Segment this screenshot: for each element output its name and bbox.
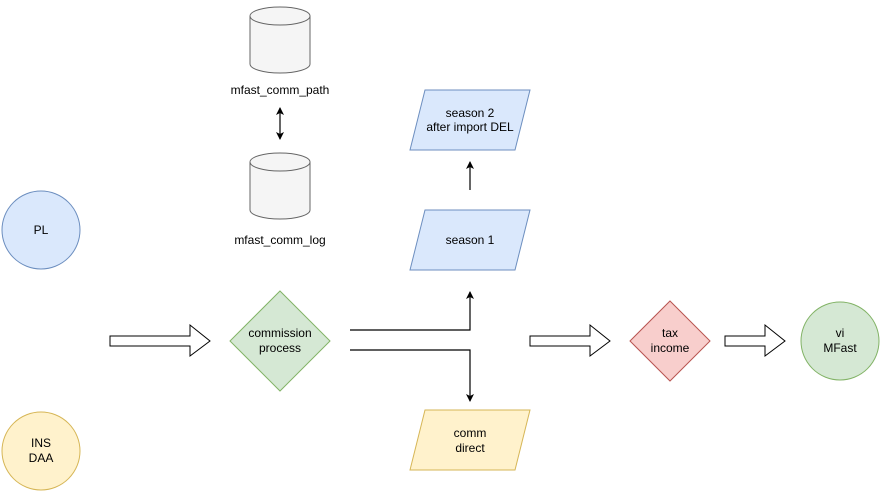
comm-direct-label-line2: direct: [455, 441, 485, 455]
input-flow-arrow: [109, 323, 211, 357]
tax-label-line1: tax: [662, 326, 678, 340]
season1-label: season 1: [446, 233, 495, 247]
season2-label-line1: season 2: [446, 106, 495, 120]
to-comm-direct-connector: [350, 349, 474, 402]
vi-mfast-label-line2: MFast: [823, 341, 857, 355]
db-mfast-comm-path[interactable]: mfast_comm_path: [231, 6, 330, 97]
season2-node[interactable]: season 2 after import DEL: [409, 89, 531, 151]
db-path-body: [249, 6, 311, 74]
vi-mfast-label-line1: vi: [836, 326, 845, 340]
ins-daa-node[interactable]: INS DAA: [1, 411, 81, 491]
comm-direct-label-line1: comm: [454, 426, 487, 440]
season2-shape: [409, 89, 531, 151]
tax-income-node[interactable]: tax income: [629, 300, 711, 382]
ins-daa-label-line2: DAA: [29, 451, 54, 465]
to-season1-connector: [350, 291, 474, 331]
season1-shape: [409, 209, 531, 271]
db-path-rim: [249, 15, 311, 26]
commission-label-line2: process: [259, 341, 301, 355]
vi-mfast-circle: [800, 301, 880, 381]
commission-label-line1: commission: [248, 326, 311, 340]
season1-node[interactable]: season 1: [409, 209, 531, 271]
tax-label-line2: income: [651, 341, 690, 355]
to-tax-flow-arrow: [529, 323, 611, 357]
comm-direct-shape: [409, 409, 531, 471]
db-mfast-comm-log[interactable]: mfast_comm_log: [234, 152, 326, 247]
pl-node[interactable]: PL: [1, 190, 81, 270]
db-log-body: [249, 152, 311, 220]
ins-daa-circle: [1, 411, 81, 491]
pl-circle: [1, 190, 81, 270]
to-mfast-flow-arrow: [724, 323, 786, 357]
commission-process-node[interactable]: commission process: [229, 290, 331, 392]
vi-mfast-node[interactable]: vi MFast: [800, 301, 880, 381]
tax-diamond: [629, 300, 711, 382]
commission-diamond: [229, 290, 331, 392]
db-log-rim: [249, 161, 311, 172]
comm-direct-node[interactable]: comm direct: [409, 409, 531, 471]
pl-label: PL: [34, 223, 49, 237]
db-path-label: mfast_comm_path: [231, 83, 330, 97]
db-log-label: mfast_comm_log: [234, 233, 325, 247]
season2-label-line2: after import DEL: [426, 120, 514, 134]
ins-daa-label-line1: INS: [31, 436, 51, 450]
